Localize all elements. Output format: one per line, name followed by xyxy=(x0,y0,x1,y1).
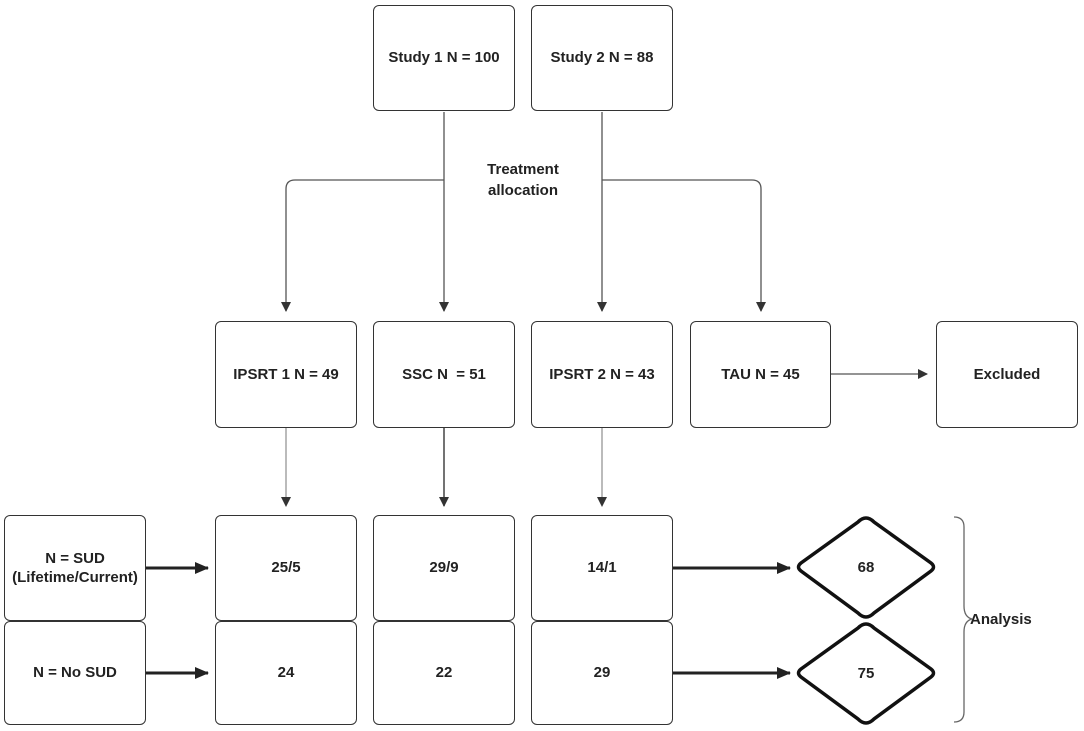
ipsrt2-label: IPSRT 2 N = 43 xyxy=(549,365,655,383)
ssc-sud-value: 29/9 xyxy=(429,559,459,577)
ipsrt1-sud-cell: 25/5 xyxy=(215,515,357,621)
ssc-nosud-value: 22 xyxy=(435,664,453,682)
excluded-label: Excluded xyxy=(973,365,1041,383)
ipsrt2-box: IPSRT 2 N = 43 xyxy=(531,321,673,428)
sud-total-value: 68 xyxy=(857,558,875,576)
sud-row-box: N = SUD (Lifetime/Current) xyxy=(4,515,146,621)
study1-label: Study 1 N = 100 xyxy=(388,49,500,67)
nosud-total-value: 75 xyxy=(857,664,875,682)
ipsrt2-nosud-cell: 29 xyxy=(531,621,673,725)
study2-label: Study 2 N = 88 xyxy=(550,49,654,67)
tau-label: TAU N = 45 xyxy=(721,365,800,383)
treatment-allocation-line2: allocation xyxy=(487,182,558,199)
ipsrt2-sud-value: 14/1 xyxy=(587,559,617,577)
ssc-label: SSC N = 51 xyxy=(402,365,486,383)
study1-box: Study 1 N = 100 xyxy=(373,5,515,111)
ipsrt1-label: IPSRT 1 N = 49 xyxy=(233,365,339,383)
analysis-bracket xyxy=(953,516,973,723)
study2-box: Study 2 N = 88 xyxy=(531,5,673,111)
ipsrt1-box: IPSRT 1 N = 49 xyxy=(215,321,357,428)
nosud-row-label: N = No SUD xyxy=(33,664,117,682)
excluded-box: Excluded xyxy=(936,321,1078,428)
study1-to-ipsrt1-line xyxy=(281,179,444,312)
tau-box: TAU N = 45 xyxy=(690,321,831,428)
analysis-label: Analysis xyxy=(970,611,1032,628)
ssc-sud-cell: 29/9 xyxy=(373,515,515,621)
ipsrt2-sud-cell: 14/1 xyxy=(531,515,673,621)
treatment-allocation-line1: Treatment xyxy=(487,161,559,178)
ipsrt1-nosud-cell: 24 xyxy=(215,621,357,725)
sud-row-line1: N = SUD xyxy=(45,549,105,567)
nosud-row-box: N = No SUD xyxy=(4,621,146,725)
ipsrt1-nosud-value: 24 xyxy=(277,664,295,682)
nosud-total-diamond xyxy=(796,622,936,725)
sud-total-diamond xyxy=(796,516,936,619)
ssc-box: SSC N = 51 xyxy=(373,321,515,428)
ipsrt1-sud-value: 25/5 xyxy=(271,559,301,577)
sud-row-line2: (Lifetime/Current) xyxy=(12,569,138,586)
study2-to-tau-line xyxy=(602,179,766,312)
ipsrt2-nosud-value: 29 xyxy=(593,664,611,682)
ssc-nosud-cell: 22 xyxy=(373,621,515,725)
treatment-allocation-label: Treatment allocation xyxy=(468,159,578,201)
